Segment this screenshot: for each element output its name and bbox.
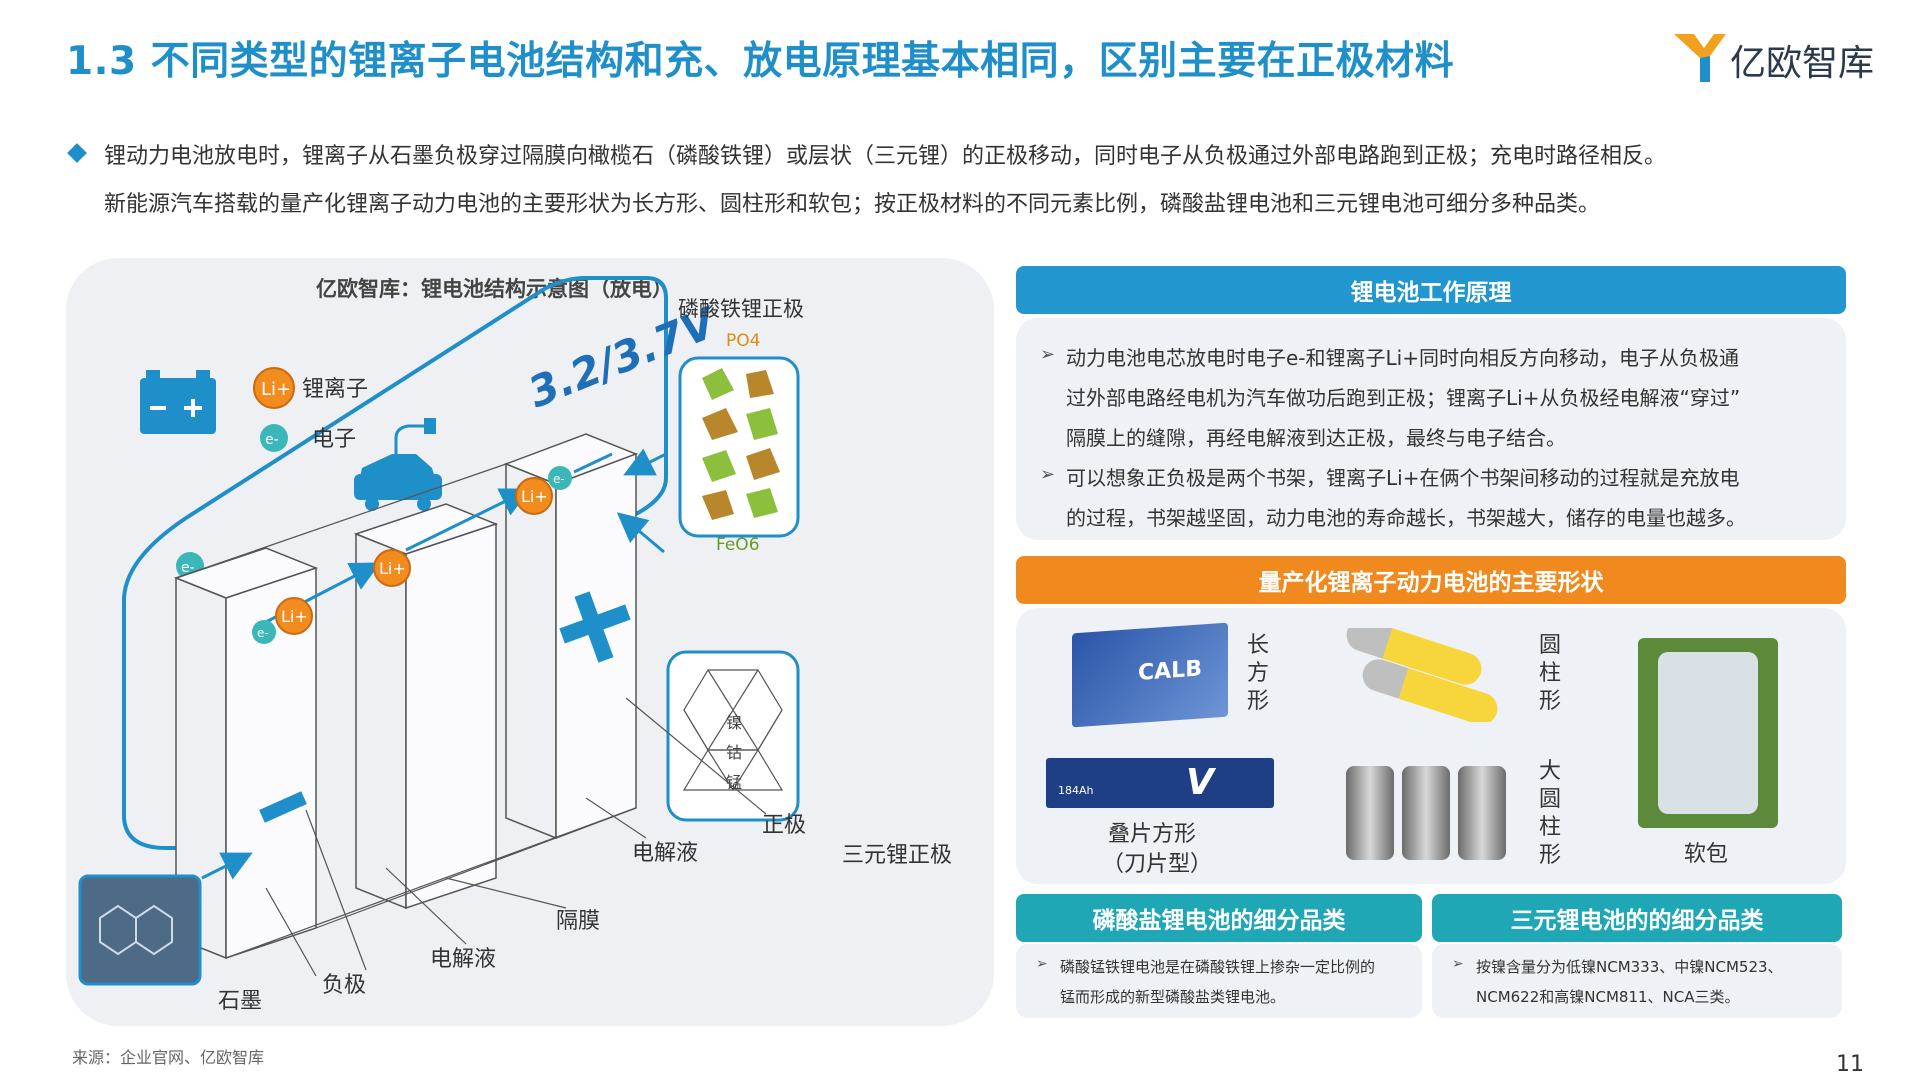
- leader-lines: [265, 697, 767, 977]
- blade-v-mark-icon: V: [1186, 762, 1214, 803]
- electrolyte-label-2: 电解液: [632, 841, 698, 866]
- ncm-label: 三元锂正极: [842, 843, 952, 868]
- brand-name: 亿欧智库: [1730, 43, 1875, 84]
- principle-line-1: 动力电池电芯放电时电子e-和锂离子Li+同时向相反方向移动，电子从负极通: [1066, 346, 1739, 370]
- cell-casing-outline: [175, 463, 637, 959]
- principle-line-3: 隔膜上的缝隙，再经电解液到达正极，最终与电子结合。: [1066, 426, 1566, 450]
- ncm-types-line-1: 按镍含量分为低镍NCM333、中镍NCM523、: [1476, 958, 1783, 976]
- legend-electron: e-: [260, 424, 288, 452]
- pouch-battery-image: [1638, 638, 1778, 828]
- cathode-label: 正极: [762, 813, 806, 838]
- blade-label-1: 叠片方形: [1108, 822, 1197, 847]
- svg-text:e-: e-: [553, 472, 565, 486]
- ncm-types-header: 三元锂电池的的细分品类: [1432, 894, 1842, 942]
- page-number: 11: [1836, 1052, 1864, 1077]
- shapes-header: 量产化锂离子动力电池的主要形状: [1016, 556, 1846, 604]
- legend-e-symbol: e-: [265, 432, 279, 448]
- ncm-mn-label: 锰: [726, 773, 742, 792]
- cathode-plus-icon: [559, 591, 631, 663]
- source-note: 来源：企业官网、亿欧智库: [72, 1048, 265, 1067]
- ncm-pointer-arrow: [616, 512, 665, 554]
- arrow-bullet-icon: ➢: [1040, 344, 1056, 365]
- battery-structure-diagram: 亿欧智库：锂电池结构示意图（放电） 3.2/3.7V Li+ 锂离子 e- 电子: [66, 258, 994, 1026]
- legend-li-ion: Li+: [253, 367, 295, 409]
- calb-brand-text: CALB: [1138, 656, 1202, 686]
- ncm-ni-label: 镍: [726, 713, 742, 732]
- svg-text:e-: e-: [181, 560, 195, 576]
- prismatic-label: 长方形: [1246, 633, 1269, 714]
- lfp-pointer-arrow: [623, 448, 667, 476]
- principle-body: ➢ 动力电池电芯放电时电子e-和锂离子Li+同时向相反方向移动，电子从负极通 过…: [1016, 318, 1846, 540]
- lfp-types-line-2: 锰而形成的新型磷酸盐类锂电池。: [1060, 988, 1286, 1006]
- cell-separator-block: [353, 503, 499, 910]
- page-title: 1.3 不同类型的锂离子电池结构和充、放电原理基本相同，区别主要在正极材料: [66, 39, 1455, 84]
- svg-text:Li+: Li+: [281, 607, 308, 626]
- legend-e-label: 电子: [312, 427, 356, 452]
- li-ion-3: Li+ e-: [515, 466, 572, 515]
- anode-plate: [259, 791, 307, 823]
- shapes-body: CALB 长方形 圆柱形 软包 184Ah V 叠片方形 （刀片型） 大圆柱形: [1016, 608, 1846, 884]
- bullet-diamond-icon: [67, 143, 87, 163]
- principle-header: 锂电池工作原理: [1016, 266, 1846, 314]
- li-ion-2: Li+: [373, 549, 411, 587]
- feo6-label: FeO6: [716, 535, 760, 555]
- battery-structure-svg: 亿欧智库：锂电池结构示意图（放电） 3.2/3.7V Li+ 锂离子 e- 电子: [78, 276, 952, 1014]
- ncm-lattice-icon: [682, 669, 784, 792]
- principle-line-5: 的过程，书架越坚固，动力电池的寿命越长，书架越大，储存的电量也越多。: [1066, 506, 1746, 530]
- graphite-hex-icon: [99, 904, 173, 956]
- arrow-bullet-icon: ➢: [1040, 464, 1056, 485]
- diagram-title: 亿欧智库：锂电池结构示意图（放电）: [316, 277, 673, 301]
- arrow-bullet-icon: ➢: [1036, 956, 1048, 972]
- ion-arrow-3: [573, 452, 613, 474]
- li-ion-1: Li+ e-: [252, 597, 313, 644]
- battery-icon: [140, 370, 216, 434]
- lfp-types-line-1: 磷酸锰铁锂电池是在磷酸铁锂上掺杂一定比例的: [1060, 958, 1376, 976]
- electrolyte-label-1: 电解液: [430, 947, 496, 972]
- po4-label: PO4: [726, 331, 760, 351]
- ncm-types-line-2: NCM622和高镍NCM811、NCA三类。: [1476, 988, 1740, 1006]
- large-cylindrical-label: 大圆柱形: [1538, 759, 1561, 868]
- brand-logo-icon: [1674, 34, 1726, 82]
- blade-battery-image: 184Ah V: [1046, 758, 1274, 808]
- external-circuit-wire: [122, 276, 668, 868]
- cylindrical-battery-image: [1338, 628, 1522, 722]
- ncm-lattice-frame: [666, 650, 800, 822]
- lfp-types-header: 磷酸盐锂电池的细分品类: [1016, 894, 1422, 942]
- graphite-image: [78, 874, 202, 986]
- svg-text:Li+: Li+: [379, 559, 406, 578]
- lfp-crystal-icon: [702, 368, 780, 520]
- arrow-bullet-icon: ➢: [1452, 956, 1464, 972]
- blade-label-2: （刀片型）: [1102, 852, 1213, 877]
- separator-label: 隔膜: [556, 909, 600, 934]
- svg-text:e-: e-: [257, 626, 269, 640]
- principle-line-2: 过外部电路经电机为汽车做功后跑到正极；锂离子Li+从负极经电解液“穿过”: [1066, 386, 1741, 410]
- graphite-label: 石墨: [218, 989, 262, 1014]
- lfp-label: 磷酸铁锂正极: [678, 297, 804, 321]
- intro-text-line-2: 新能源汽车搭载的量产化锂离子动力电池的主要形状为长方形、圆柱形和软包；按正极材料…: [104, 192, 1601, 217]
- intro-text-line-1: 锂动力电池放电时，锂离子从石墨负极穿过隔膜向橄榄石（磷酸铁锂）或层状（三元锂）的…: [104, 144, 1667, 169]
- legend-li-label: 锂离子: [302, 377, 368, 402]
- ncm-co-label: 钴: [726, 743, 742, 762]
- ion-arrow-2: [405, 488, 531, 552]
- blade-capacity-text: 184Ah: [1058, 784, 1094, 797]
- electric-car-icon: [354, 418, 442, 511]
- svg-text:Li+: Li+: [521, 487, 548, 506]
- lfp-crystal-frame: [678, 356, 800, 538]
- ncm-types-body: ➢ 按镍含量分为低镍NCM333、中镍NCM523、 NCM622和高镍NCM8…: [1432, 944, 1842, 1018]
- cylindrical-label: 圆柱形: [1538, 633, 1561, 714]
- anode-label: 负极: [322, 973, 366, 998]
- graphite-pointer-arrow: [201, 852, 253, 880]
- large-cylindrical-image: [1338, 758, 1516, 868]
- pouch-label: 软包: [1684, 842, 1729, 867]
- lfp-types-body: ➢ 磷酸锰铁锂电池是在磷酸铁锂上掺杂一定比例的 锰而形成的新型磷酸盐类锂电池。: [1016, 944, 1422, 1018]
- principle-line-4: 可以想象正负极是两个书架，锂离子Li+在俩个书架间移动的过程就是充放电: [1066, 466, 1740, 490]
- legend-li-symbol: Li+: [261, 379, 291, 400]
- prismatic-battery-image: CALB: [1072, 622, 1228, 728]
